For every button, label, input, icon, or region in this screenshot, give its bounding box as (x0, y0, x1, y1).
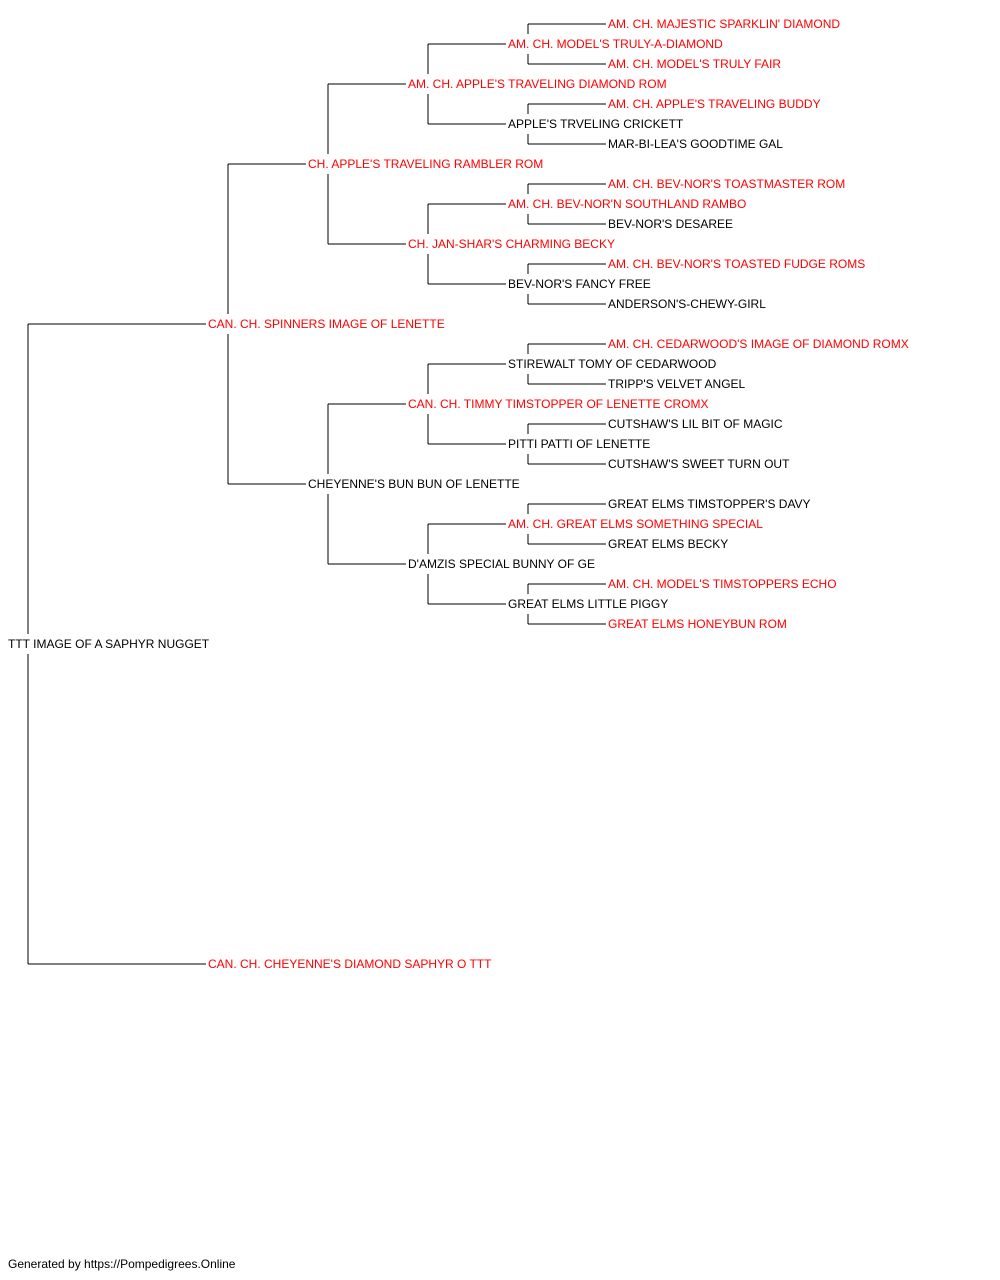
pedigree-dam-name[interactable]: GREAT ELMS HONEYBUN ROM (608, 617, 787, 631)
pedigree-subject-name[interactable]: TTT IMAGE OF A SAPHYR NUGGET (8, 637, 210, 651)
pedigree-dam-name[interactable]: GREAT ELMS LITTLE PIGGY (508, 597, 669, 611)
pedigree-sire-name[interactable]: AM. CH. GREAT ELMS SOMETHING SPECIAL (508, 517, 763, 531)
pedigree-dam-name[interactable]: CAN. CH. CHEYENNE'S DIAMOND SAPHYR O TTT (208, 957, 492, 971)
pedigree-dam-name[interactable]: ANDERSON'S-CHEWY-GIRL (608, 297, 766, 311)
pedigree-sire-name[interactable]: CAN. CH. TIMMY TIMSTOPPER OF LENETTE CRO… (408, 397, 709, 411)
pedigree-dam-name[interactable]: BEV-NOR'S FANCY FREE (508, 277, 651, 291)
pedigree-sire-name[interactable]: AM. CH. CEDARWOOD'S IMAGE OF DIAMOND ROM… (608, 337, 909, 351)
pedigree-dam-name[interactable]: BEV-NOR'S DESAREE (608, 217, 733, 231)
pedigree-dam-name[interactable]: D'AMZIS SPECIAL BUNNY OF GE (408, 557, 595, 571)
pedigree-dam-name[interactable]: PITTI PATTI OF LENETTE (508, 437, 651, 451)
pedigree-sire-name[interactable]: AM. CH. MAJESTIC SPARKLIN' DIAMOND (608, 17, 841, 31)
pedigree-sire-name[interactable]: AM. CH. BEV-NOR'S TOASTED FUDGE ROMS (608, 257, 866, 271)
pedigree-dam-name[interactable]: TRIPP'S VELVET ANGEL (608, 377, 746, 391)
pedigree-sire-name[interactable]: CH. APPLE'S TRAVELING RAMBLER ROM (308, 157, 544, 171)
pedigree-dam-name[interactable]: APPLE'S TRVELING CRICKETT (508, 117, 684, 131)
pedigree-dam-name[interactable]: AM. CH. MODEL'S TRULY FAIR (608, 57, 781, 71)
pedigree-sire-name[interactable]: AM. CH. APPLE'S TRAVELING DIAMOND ROM (408, 77, 667, 91)
pedigree-dam-name[interactable]: CH. JAN-SHAR'S CHARMING BECKY (408, 237, 615, 251)
pedigree-sire-name[interactable]: AM. CH. MODEL'S TRULY-A-DIAMOND (508, 37, 723, 51)
pedigree-sire-name[interactable]: AM. CH. APPLE'S TRAVELING BUDDY (608, 97, 821, 111)
pedigree-dam-name[interactable]: CHEYENNE'S BUN BUN OF LENETTE (308, 477, 520, 491)
pedigree-sire-name[interactable]: CUTSHAW'S LIL BIT OF MAGIC (608, 417, 783, 431)
pedigree-sire-name[interactable]: AM. CH. BEV-NOR'N SOUTHLAND RAMBO (508, 197, 747, 211)
pedigree-dam-name[interactable]: CUTSHAW'S SWEET TURN OUT (608, 457, 790, 471)
pedigree-dam-name[interactable]: MAR-BI-LEA'S GOODTIME GAL (608, 137, 783, 151)
pedigree-sire-name[interactable]: STIREWALT TOMY OF CEDARWOOD (508, 357, 717, 371)
pedigree-dam-name[interactable]: GREAT ELMS BECKY (608, 537, 729, 551)
pedigree-sire-name[interactable]: AM. CH. BEV-NOR'S TOASTMASTER ROM (608, 177, 846, 191)
pedigree-sire-name[interactable]: CAN. CH. SPINNERS IMAGE OF LENETTE (208, 317, 445, 331)
footer-credit: Generated by https://Pompedigrees.Online (8, 1257, 236, 1271)
pedigree-sire-name[interactable]: GREAT ELMS TIMSTOPPER'S DAVY (608, 497, 811, 511)
pedigree-sire-name[interactable]: AM. CH. MODEL'S TIMSTOPPERS ECHO (608, 577, 837, 591)
